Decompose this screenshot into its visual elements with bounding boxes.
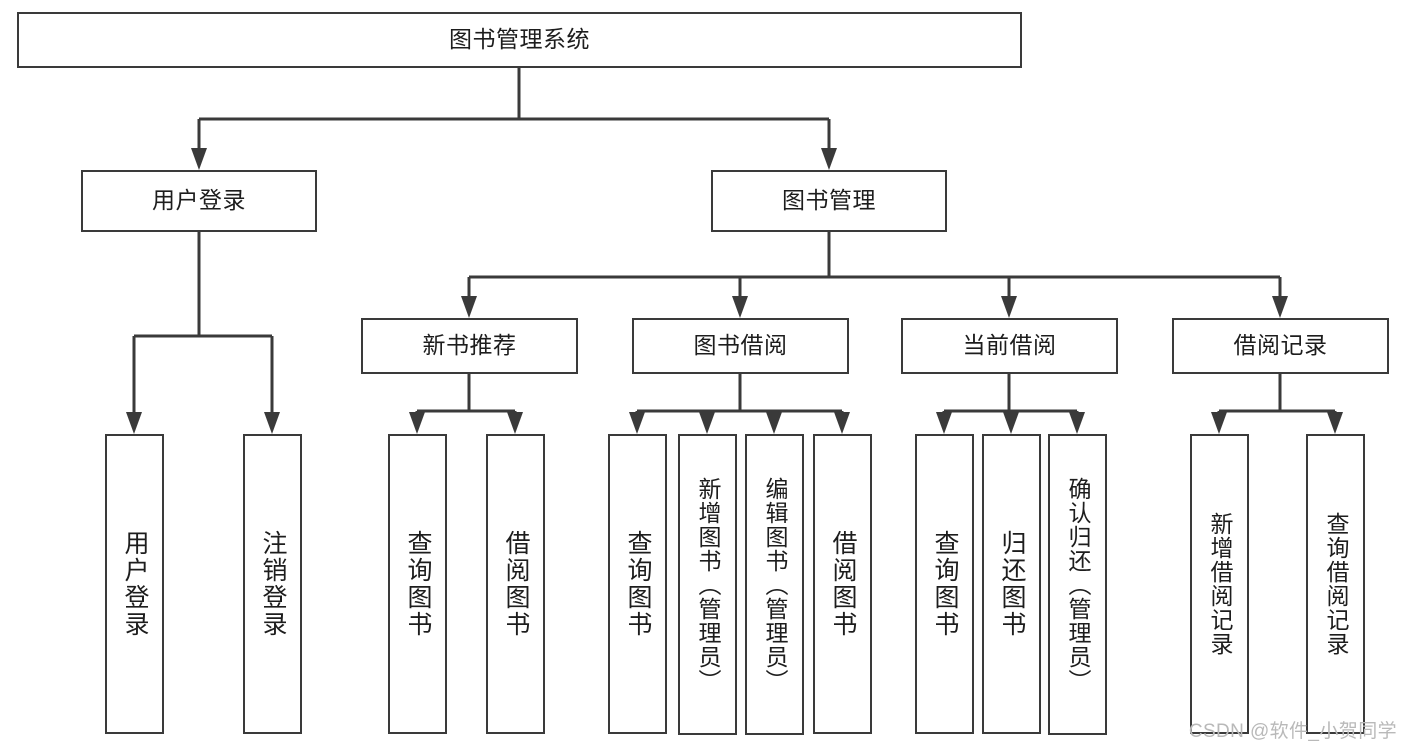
node-level1-user-login[interactable]: 用户登录 <box>81 170 317 232</box>
node-leaf-leaf-add-record[interactable]: 新增借阅记录 <box>1190 434 1249 734</box>
arrowhead-icon-1 <box>821 148 837 170</box>
arrowhead-icon-18 <box>1327 412 1343 434</box>
node-label: 用户登录 <box>121 530 149 638</box>
node-label: 编辑图书（管理员） <box>762 476 788 693</box>
node-label: 查询图书 <box>931 530 959 638</box>
arrowhead-icon-14 <box>936 412 952 434</box>
node-level2-new-book-recommend[interactable]: 新书推荐 <box>361 318 578 374</box>
node-leaf-leaf-user-login[interactable]: 用户登录 <box>105 434 164 734</box>
node-label: 注销登录 <box>259 530 287 638</box>
node-label: 图书管理系统 <box>449 26 590 53</box>
node-label: 新增借阅记录 <box>1207 512 1233 656</box>
arrowhead-icon-13 <box>834 412 850 434</box>
node-label: 新增图书（管理员） <box>695 476 721 693</box>
node-leaf-leaf-borrow-book-brw[interactable]: 借阅图书 <box>813 434 872 734</box>
node-leaf-leaf-query-book-rec[interactable]: 查询图书 <box>388 434 447 734</box>
watermark-text: CSDN @软件_小贺同学 <box>1188 721 1397 742</box>
node-level2-borrow-record[interactable]: 借阅记录 <box>1172 318 1389 374</box>
node-level1-book-manage[interactable]: 图书管理 <box>711 170 947 232</box>
node-leaf-leaf-confirm-return[interactable]: 确认归还（管理员） <box>1048 434 1107 735</box>
node-label: 确认归还（管理员） <box>1065 476 1091 693</box>
node-leaf-leaf-borrow-book-rec[interactable]: 借阅图书 <box>486 434 545 734</box>
arrowhead-icon-12 <box>766 412 782 434</box>
arrowhead-icon-8 <box>409 412 425 434</box>
node-leaf-leaf-logout-login[interactable]: 注销登录 <box>243 434 302 734</box>
node-label: 借阅记录 <box>1233 332 1328 359</box>
arrowhead-icon-15 <box>1003 412 1019 434</box>
arrowhead-icon-16 <box>1069 412 1085 434</box>
arrowhead-icon-3 <box>732 296 748 318</box>
arrowhead-icon-6 <box>126 412 142 434</box>
node-leaf-leaf-query-book-brw[interactable]: 查询图书 <box>608 434 667 734</box>
node-leaf-leaf-add-book[interactable]: 新增图书（管理员） <box>678 434 737 735</box>
node-label: 借阅图书 <box>829 530 857 638</box>
node-label: 图书借阅 <box>693 332 788 359</box>
node-label: 归还图书 <box>998 530 1026 638</box>
arrowhead-icon-17 <box>1211 412 1227 434</box>
node-level2-current-borrow[interactable]: 当前借阅 <box>901 318 1118 374</box>
node-level2-book-borrow[interactable]: 图书借阅 <box>632 318 849 374</box>
node-leaf-leaf-query-record[interactable]: 查询借阅记录 <box>1306 434 1365 734</box>
node-label: 用户登录 <box>152 187 246 214</box>
node-label: 查询图书 <box>624 530 652 638</box>
arrowhead-icon-0 <box>191 148 207 170</box>
node-label: 当前借阅 <box>962 332 1057 359</box>
node-leaf-leaf-query-book-cur[interactable]: 查询图书 <box>915 434 974 734</box>
node-label: 查询图书 <box>404 530 432 638</box>
arrowhead-icon-5 <box>1272 296 1288 318</box>
node-leaf-leaf-edit-book[interactable]: 编辑图书（管理员） <box>745 434 804 735</box>
node-label: 查询借阅记录 <box>1323 512 1349 656</box>
node-leaf-leaf-return-book[interactable]: 归还图书 <box>982 434 1041 734</box>
arrowhead-icon-9 <box>507 412 523 434</box>
node-label: 借阅图书 <box>502 530 530 638</box>
arrowhead-icon-11 <box>699 412 715 434</box>
arrowhead-icon-10 <box>629 412 645 434</box>
node-root-root[interactable]: 图书管理系统 <box>17 12 1022 68</box>
arrowhead-icon-7 <box>264 412 280 434</box>
arrowhead-icon-2 <box>461 296 477 318</box>
node-label: 图书管理 <box>782 187 876 214</box>
arrowhead-icon-4 <box>1001 296 1017 318</box>
node-label: 新书推荐 <box>422 332 517 359</box>
